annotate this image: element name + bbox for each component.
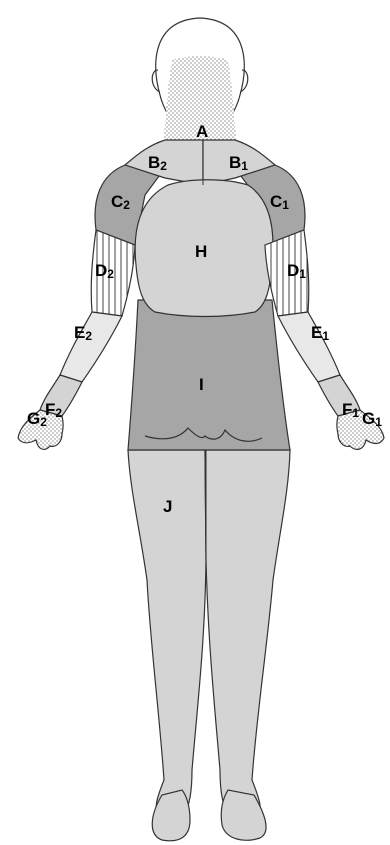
label-h: H <box>195 242 207 261</box>
label-e1: E1 <box>311 323 329 343</box>
region-e1-shape <box>278 312 340 382</box>
region-i-shape <box>128 300 290 450</box>
label-a: A <box>196 122 208 141</box>
region-e2-shape <box>60 312 122 382</box>
label-j: J <box>163 497 172 516</box>
right-leg-shape <box>205 450 290 822</box>
right-foot-shape <box>221 790 266 840</box>
label-i: I <box>199 375 204 394</box>
label-g1: G1 <box>362 409 382 429</box>
